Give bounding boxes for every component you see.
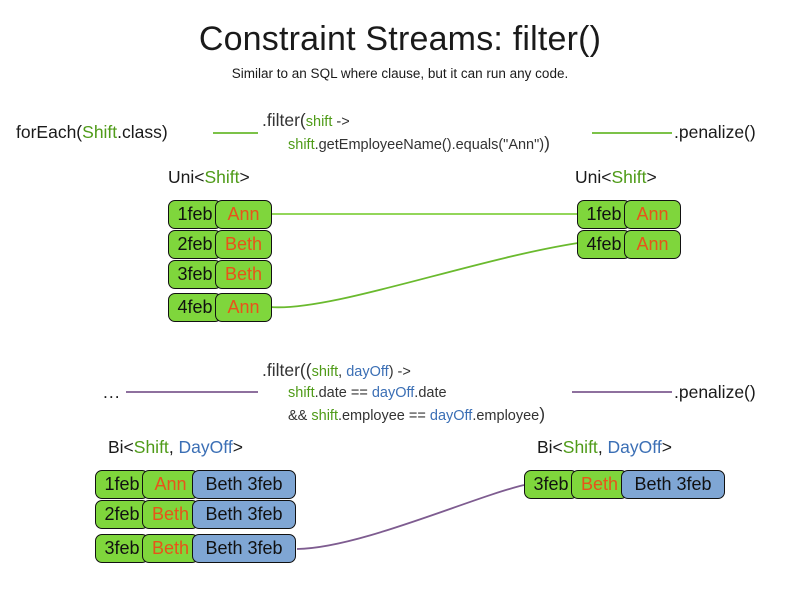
filter-2-l3-mid: .employee == — [337, 408, 430, 424]
filter-2-l3-dayoff: dayOff — [429, 408, 473, 424]
tuple-cell-name: Beth — [142, 534, 199, 563]
filter-2-l2-shift: shift — [288, 385, 315, 401]
wire-tuple-3feb-beth — [296, 484, 525, 550]
foreach-source-label: forEach(Shift.class) — [16, 122, 168, 143]
uni-right-suffix: > — [646, 167, 657, 187]
tuple-cell-name: Ann — [142, 470, 199, 499]
filter-expression-2: .filter((shift, dayOff) -> shift.date ==… — [262, 360, 545, 427]
filter-1-line-2: shift.getEmployeeName().equals("Ann")) — [262, 133, 550, 156]
uni-left-suffix: > — [239, 167, 250, 187]
tuple-cell-date: 3feb — [168, 260, 222, 289]
bi-left-comma: , — [168, 437, 179, 457]
foreach-suffix: .class) — [117, 122, 168, 142]
filter-1-call: .filter( — [262, 110, 306, 130]
tuple-cell-name: Beth — [142, 500, 199, 529]
tuple-row[interactable]: 4feb Ann — [168, 293, 272, 322]
filter-2-line-3: && shift.employee == dayOff.employee) — [262, 404, 545, 427]
filter-2-line-1: .filter((shift, dayOff) -> — [262, 360, 545, 383]
penalize-label-1: .penalize() — [674, 122, 756, 142]
bi-right-suffix: > — [661, 437, 672, 457]
bi-right-comma: , — [597, 437, 608, 457]
filter-2-l2-dayoff: dayOff — [371, 385, 415, 401]
tuple-cell-pair: Beth 3feb — [192, 500, 296, 529]
tuple-cell-date: 2feb — [168, 230, 222, 259]
tuple-cell-name: Beth — [571, 470, 628, 499]
wire-tuple-4feb-ann — [269, 242, 579, 309]
uni-right-type: Shift — [611, 167, 647, 187]
tuple-cell-date: 1feb — [168, 200, 222, 229]
tuple-cell-date: 1feb — [577, 200, 631, 229]
filter-2-l3-end: .employee — [472, 408, 540, 424]
tuple-row[interactable]: 2feb Beth Beth 3feb — [95, 500, 296, 529]
tuple-cell-name: Ann — [624, 230, 681, 259]
filter-1-lambda-param: shift — [305, 114, 333, 130]
tuple-cell-date: 4feb — [577, 230, 631, 259]
stream-type-label-right-1: Uni<Shift> — [575, 167, 657, 188]
tuple-cell-date: 2feb — [95, 500, 149, 529]
tuple-cell-pair: Beth 3feb — [621, 470, 725, 499]
foreach-type: Shift — [82, 122, 118, 142]
bi-left-prefix: Bi< — [108, 437, 134, 457]
tuple-cell-name: Beth — [215, 230, 272, 259]
tuple-row[interactable]: 3feb Beth Beth 3feb — [95, 534, 296, 563]
filter-1-arrow: -> — [332, 114, 350, 130]
tuple-cell-date: 4feb — [168, 293, 222, 322]
filter-2-l3-and: && — [288, 408, 312, 424]
filter-2-param-shift: shift — [311, 364, 339, 380]
stream-type-label-left-1: Uni<Shift> — [168, 167, 250, 188]
tuple-cell-date: 3feb — [524, 470, 578, 499]
filter-1-body-expr: .getEmployeeName().equals("Ann") — [314, 137, 545, 153]
foreach-prefix: forEach( — [16, 122, 83, 142]
tuple-cell-pair: Beth 3feb — [192, 470, 296, 499]
tuple-row[interactable]: 1feb Ann — [577, 200, 681, 229]
bi-right-type2: DayOff — [607, 437, 662, 457]
filter-2-l3-shift: shift — [311, 408, 338, 424]
uni-left-type: Shift — [204, 167, 240, 187]
tuple-row[interactable]: 3feb Beth Beth 3feb — [524, 470, 725, 499]
bi-right-prefix: Bi< — [537, 437, 563, 457]
tuple-row[interactable]: 4feb Ann — [577, 230, 681, 259]
filter-2-line-2: shift.date == dayOff.date — [262, 383, 545, 404]
tuple-cell-name: Ann — [215, 293, 272, 322]
tuple-cell-date: 3feb — [95, 534, 149, 563]
filter-1-body-var: shift — [288, 137, 315, 153]
filter-2-param-comma: , — [338, 364, 347, 380]
uni-left-prefix: Uni< — [168, 167, 205, 187]
tuple-row[interactable]: 3feb Beth — [168, 260, 272, 289]
tuple-cell-name: Ann — [624, 200, 681, 229]
tuple-row[interactable]: 2feb Beth — [168, 230, 272, 259]
filter-2-l2-end: .date — [414, 385, 447, 401]
uni-right-prefix: Uni< — [575, 167, 612, 187]
stream-type-label-right-2: Bi<Shift, DayOff> — [537, 437, 672, 458]
penalize-label-2: .penalize() — [674, 382, 756, 402]
filter-2-arrow: ) -> — [388, 364, 411, 380]
filter-2-close-paren: ) — [539, 404, 546, 424]
page-subtitle: Similar to an SQL where clause, but it c… — [231, 66, 569, 81]
tuple-cell-date: 1feb — [95, 470, 149, 499]
bi-right-type1: Shift — [562, 437, 598, 457]
bi-left-type1: Shift — [133, 437, 169, 457]
bi-left-type2: DayOff — [178, 437, 233, 457]
filter-2-call: .filter(( — [262, 360, 312, 380]
tuple-cell-pair: Beth 3feb — [192, 534, 296, 563]
filter-1-line-1: .filter(shift -> — [262, 110, 550, 133]
tuple-cell-name: Beth — [215, 260, 272, 289]
bi-left-suffix: > — [232, 437, 243, 457]
filter-2-param-dayoff: dayOff — [346, 364, 389, 380]
tuple-row[interactable]: 1feb Ann — [168, 200, 272, 229]
stream-type-label-left-2: Bi<Shift, DayOff> — [108, 437, 243, 458]
filter-2-l2-mid: .date == — [314, 385, 372, 401]
page-title: Constraint Streams: filter() — [198, 20, 602, 58]
filter-1-close-paren: ) — [544, 133, 550, 153]
tuple-row[interactable]: 1feb Ann Beth 3feb — [95, 470, 296, 499]
filter-expression-1: .filter(shift -> shift.getEmployeeName()… — [262, 110, 550, 156]
ellipsis-source-label-2: ... — [103, 382, 121, 402]
tuple-cell-name: Ann — [215, 200, 272, 229]
